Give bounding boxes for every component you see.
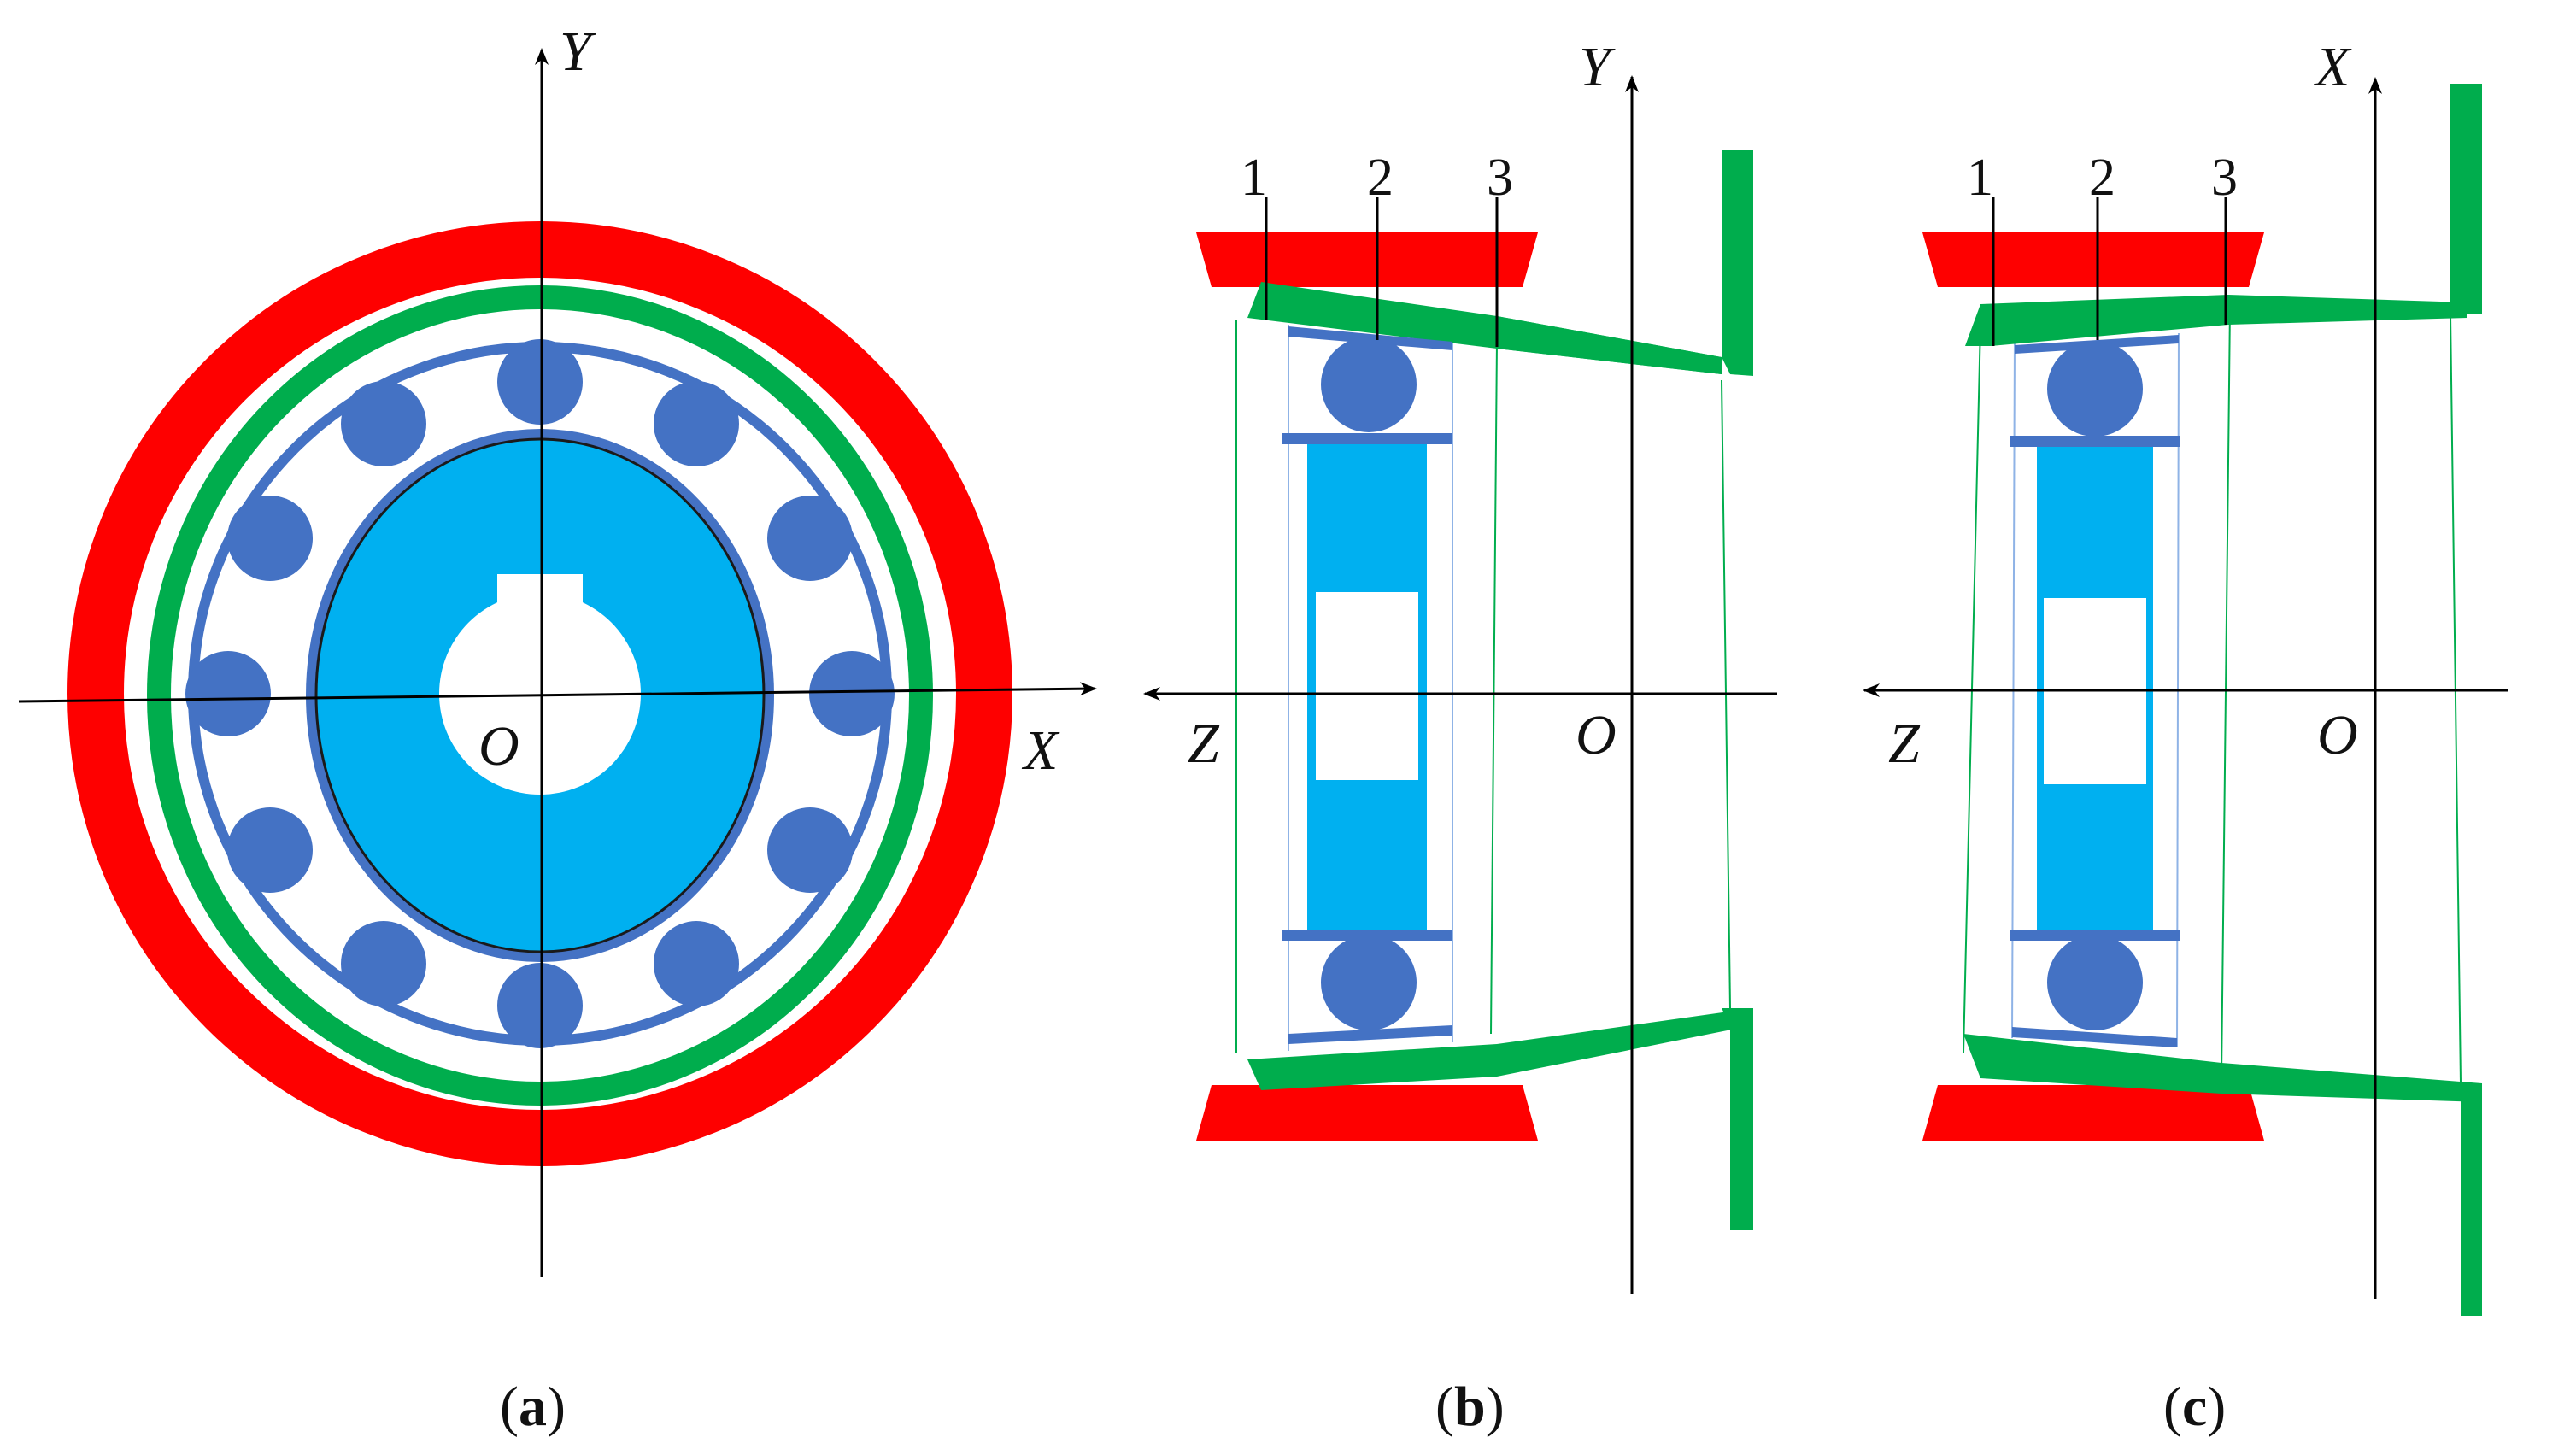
inner-race-top	[2010, 436, 2180, 447]
sleeve-bottom-stem	[1722, 1008, 1753, 1230]
housing-ring-red	[67, 221, 1012, 1166]
leader-lines	[1992, 197, 2227, 346]
ball	[654, 921, 739, 1006]
ball	[185, 651, 271, 736]
ball	[654, 381, 739, 466]
x-axis-label: X	[1021, 719, 1060, 782]
ball	[497, 339, 583, 425]
ball-bottom	[2047, 935, 2143, 1030]
ball-top	[2047, 341, 2143, 437]
housing-block-top	[1196, 232, 1538, 287]
rolling-balls	[185, 339, 895, 1048]
sleeve-top-stem	[2450, 84, 2482, 314]
sleeve-bottom	[1247, 1008, 1753, 1090]
panel-a: X Y O (a)	[18, 21, 1097, 1438]
ball	[809, 651, 895, 736]
sleeve-top-stem-detail	[1497, 316, 1722, 374]
sleeve-ring-green	[147, 285, 933, 1106]
z-axis-label: Z	[1188, 713, 1220, 775]
origin-label: O	[1576, 704, 1617, 766]
inner-race-ring	[306, 429, 774, 962]
x-axis	[18, 682, 1097, 703]
label-3: 3	[1487, 149, 1513, 207]
panel-c: 1 2 3 X Z O (c)	[1863, 36, 2508, 1438]
outer-race-bottom	[2012, 1027, 2177, 1047]
ball	[341, 381, 426, 466]
inner-race-bottom	[1282, 930, 1452, 941]
outer-race-bottom	[1288, 1025, 1452, 1044]
panel-b: 1 2 3 Y Z O (b)	[1143, 36, 1777, 1438]
housing-block-top	[1922, 232, 2264, 287]
label-2: 2	[1367, 149, 1394, 207]
caption-b: (b)	[1435, 1376, 1505, 1438]
y-axis-label: Y	[1579, 36, 1616, 98]
sleeve-top	[1965, 295, 2467, 346]
housing-block-bottom	[1922, 1085, 2264, 1141]
inner-race-bottom	[2010, 930, 2180, 941]
caption-a: (a)	[500, 1376, 566, 1438]
sleeve-bottom	[1963, 1034, 2482, 1102]
ball	[341, 921, 426, 1006]
sleeve-top-stem	[1722, 150, 1753, 376]
leader-lines	[1265, 197, 1499, 347]
ball	[497, 963, 583, 1048]
ball	[227, 807, 313, 893]
ball	[227, 496, 313, 581]
shaft-bore	[1316, 592, 1418, 780]
y-axis-label: Y	[560, 21, 596, 83]
housing-block-bottom	[1196, 1085, 1538, 1141]
shaft-bore-keyway	[439, 574, 641, 795]
ball-top	[1321, 337, 1417, 432]
caption-c: (c)	[2163, 1376, 2226, 1438]
origin-label: O	[2317, 704, 2358, 766]
z-axis-label: Z	[1888, 713, 1921, 775]
projection-lines	[1963, 307, 2462, 1084]
label-2: 2	[2089, 149, 2115, 207]
label-1: 1	[1967, 149, 1993, 207]
x-axis-label: X	[2313, 36, 2352, 98]
ball-bottom	[1321, 935, 1417, 1030]
ball	[767, 807, 853, 893]
sleeve-bottom-stem	[2461, 1083, 2482, 1316]
label-3: 3	[2211, 149, 2238, 207]
label-1: 1	[1241, 149, 1267, 207]
origin-label: O	[478, 715, 519, 777]
ball	[767, 496, 853, 581]
inner-race-top	[1282, 433, 1452, 444]
